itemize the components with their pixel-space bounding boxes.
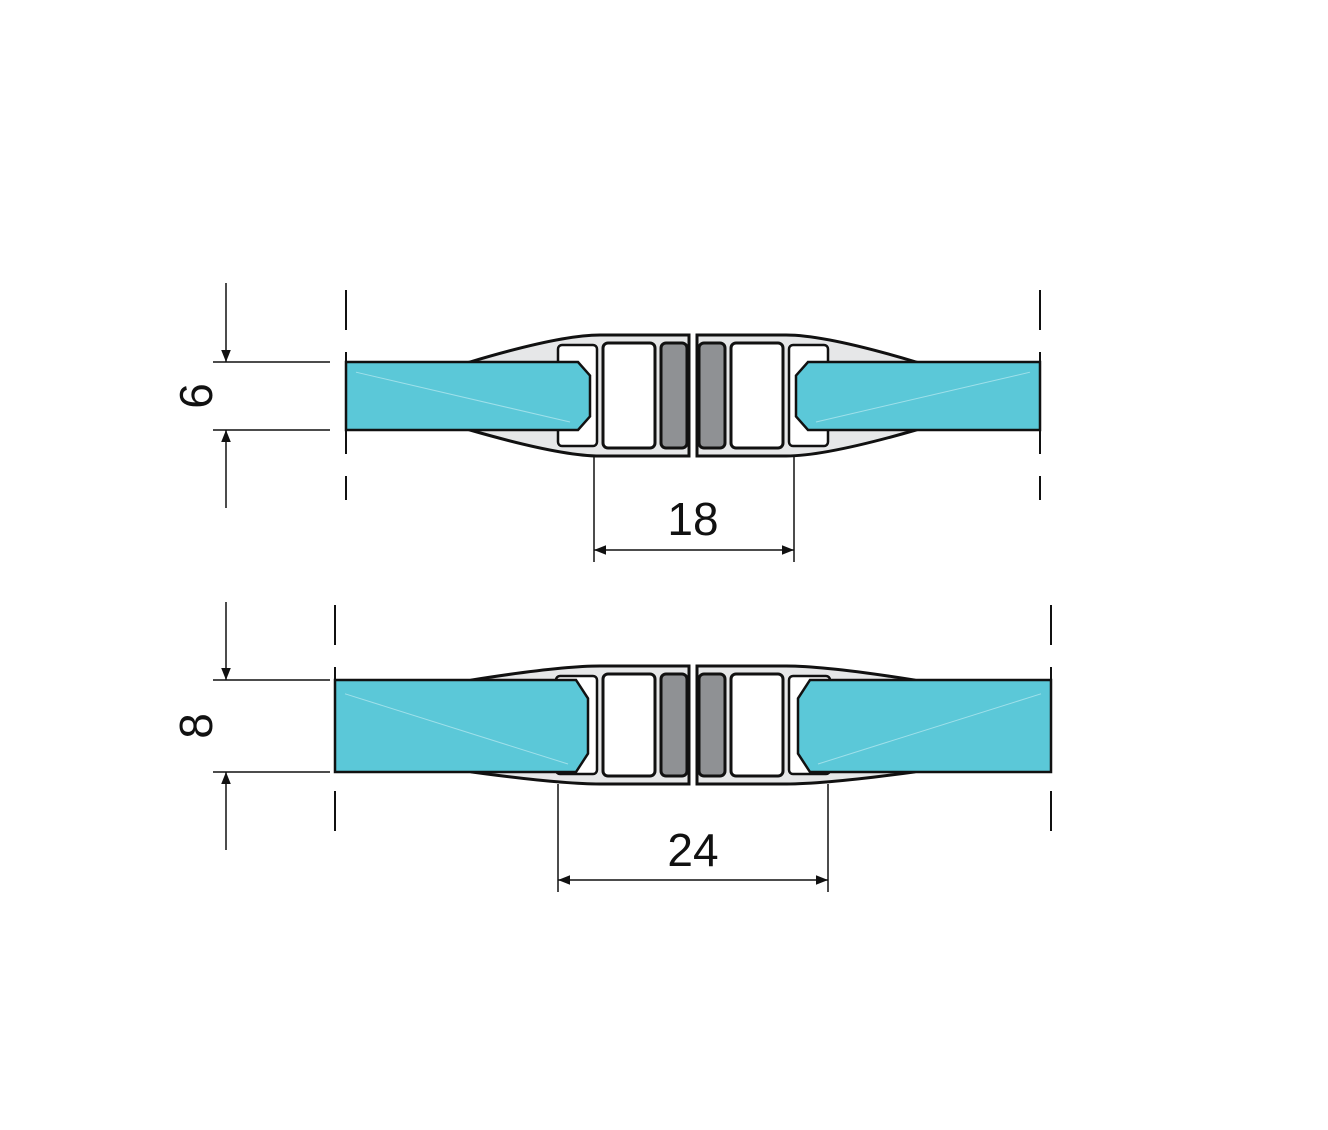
left-glass-reflection xyxy=(344,693,569,765)
assembly-6mm-glass xyxy=(213,283,1042,562)
right-hollow-chamber xyxy=(729,672,785,778)
left-magnet xyxy=(659,672,689,778)
right-hollow-chamber xyxy=(729,341,785,450)
left-hollow-chamber xyxy=(601,672,657,778)
glass-thickness-label-1: 6 xyxy=(170,383,222,409)
left-magnet xyxy=(659,341,689,450)
right-glass-reflection xyxy=(817,693,1042,765)
profile-width-label-2: 24 xyxy=(667,824,718,876)
left-glass-pane xyxy=(333,678,590,774)
left-glass-reflection xyxy=(355,371,571,423)
right-glass-pane xyxy=(796,678,1053,774)
right-glass-pane xyxy=(794,360,1042,432)
profile-width-label-1: 18 xyxy=(667,493,718,545)
right-magnet xyxy=(697,672,727,778)
right-magnet xyxy=(697,341,727,450)
assembly-8mm-glass xyxy=(213,602,1053,892)
left-hollow-chamber xyxy=(601,341,657,450)
left-glass-pane xyxy=(344,360,592,432)
right-glass-reflection xyxy=(815,371,1031,423)
glass-thickness-label-2: 8 xyxy=(170,713,222,739)
